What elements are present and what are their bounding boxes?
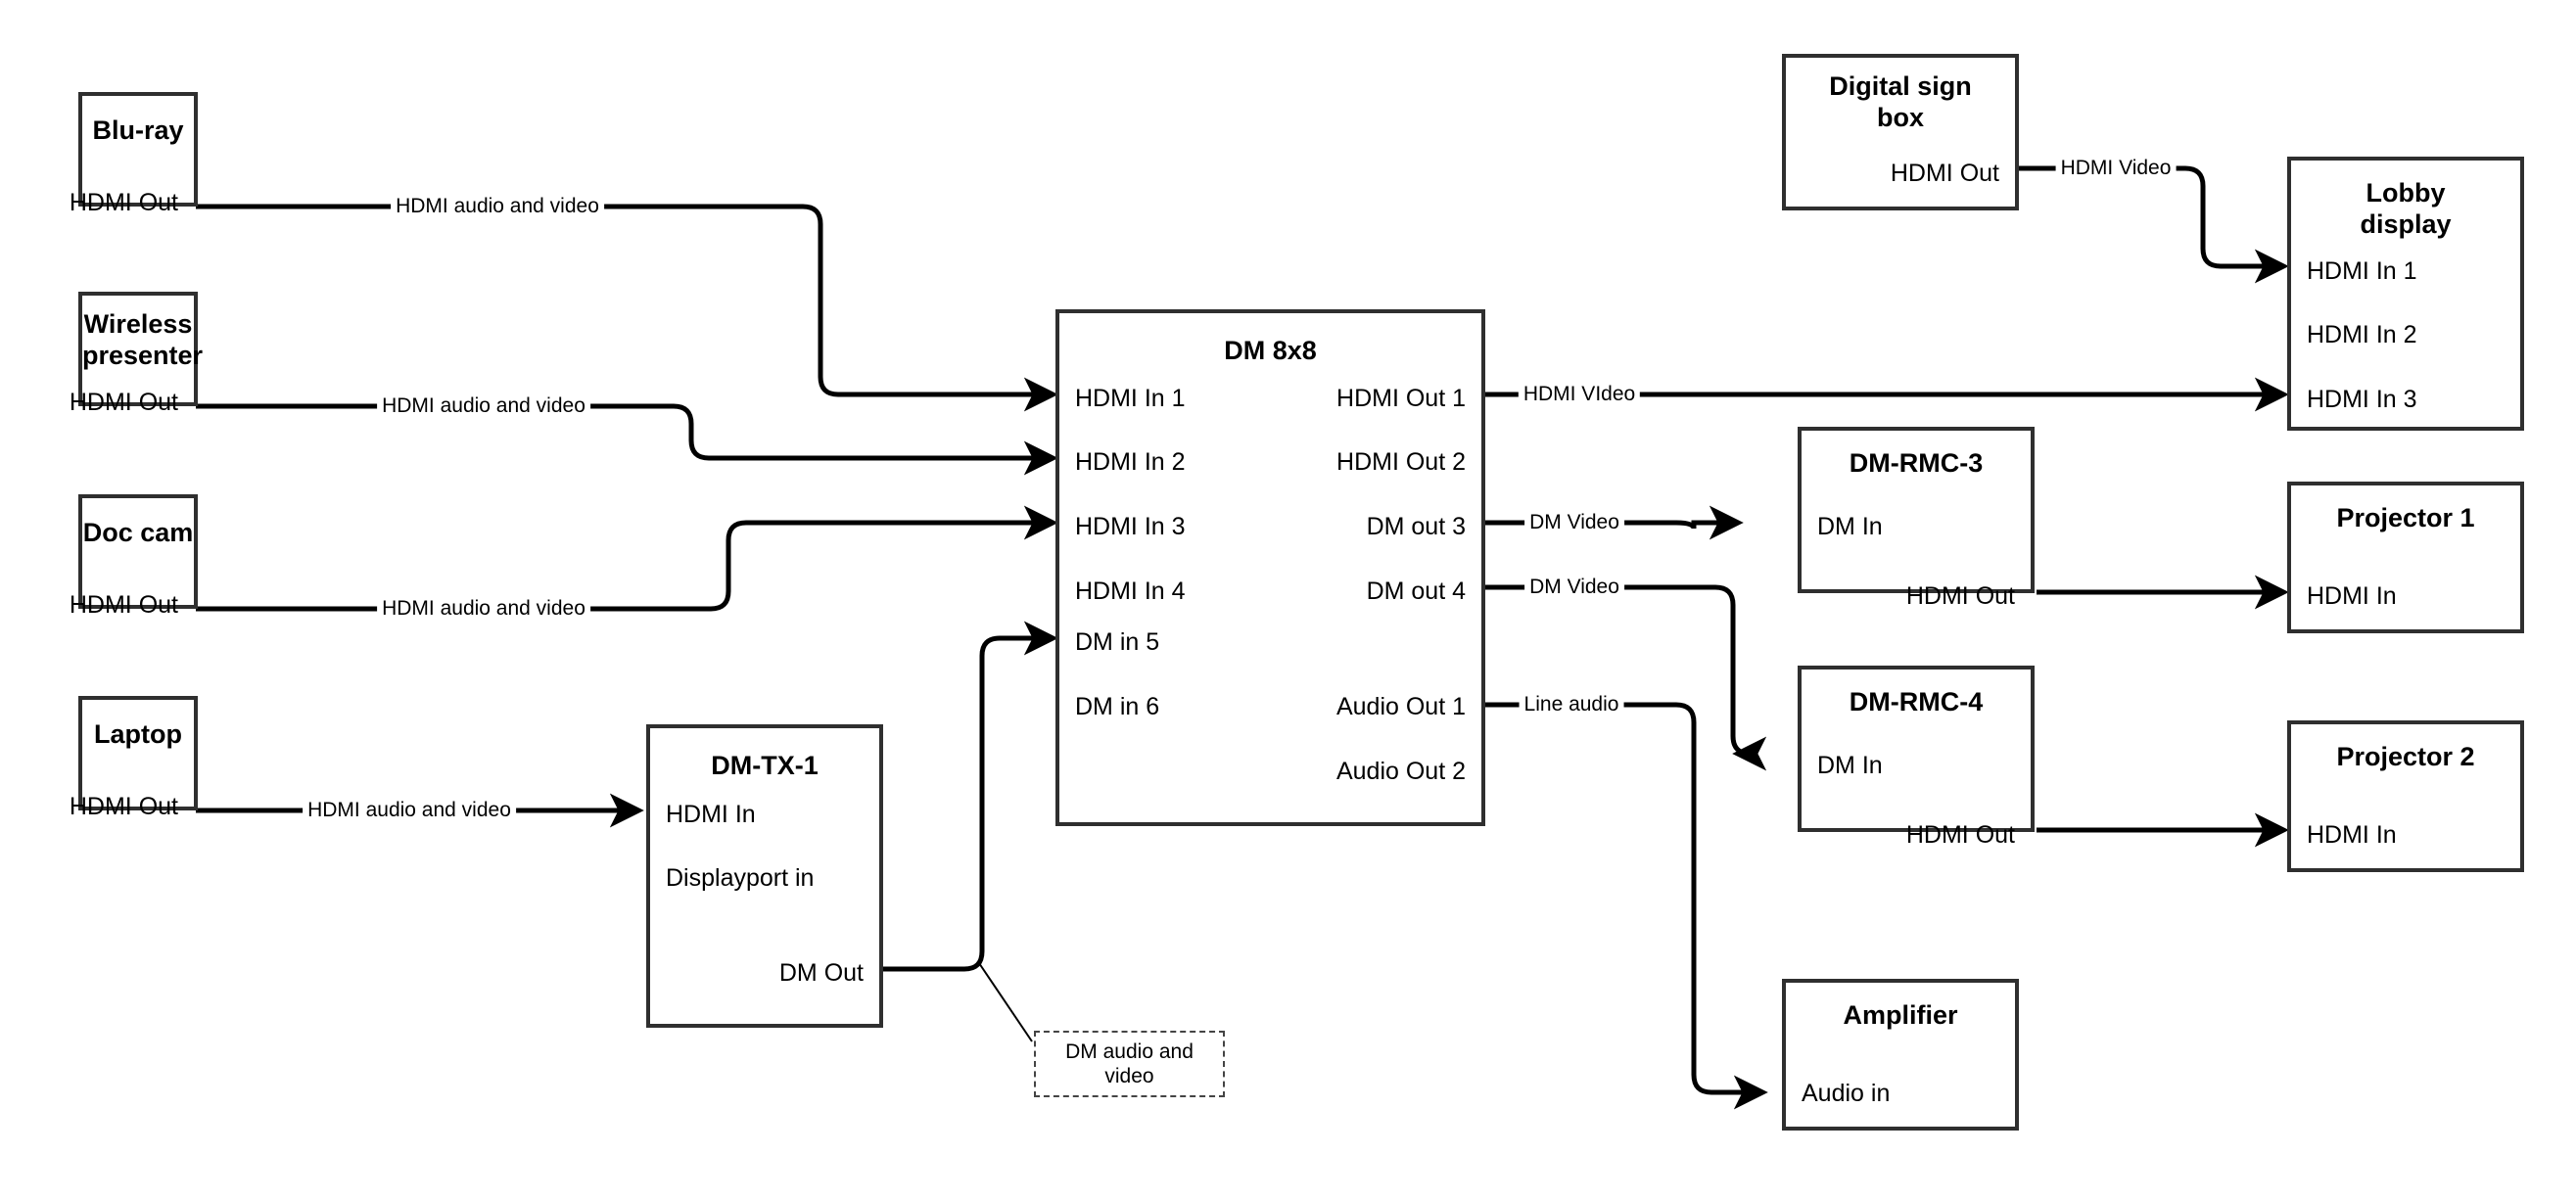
node-projector-2[interactable]: Projector 2 HDMI In <box>2287 720 2524 872</box>
node-wireless-presenter-title-line2: presenter <box>82 341 204 370</box>
node-laptop-title: Laptop <box>94 719 182 749</box>
edge-label-hdmiout1-to-lobby-in3: HDMI VIdeo <box>1518 383 1641 406</box>
edge-label-bluray-to-dm8x8: HDMI audio and video <box>391 195 604 218</box>
edge-label-dmout4-to-dmrmc4: DM Video <box>1524 576 1624 599</box>
node-dm-tx-1-port-dm-out: DM Out <box>778 959 864 987</box>
node-dm-rmc-4[interactable]: DM-RMC-4 DM In HDMI Out <box>1798 666 2035 849</box>
node-dm-8x8-input-hdmi-in-2: HDMI In 2 <box>1075 448 1186 476</box>
node-dm-rmc-4-port-dm-in: DM In <box>1817 752 1883 779</box>
node-dm-rmc-3-port-dm-in: DM In <box>1817 513 1883 540</box>
edge-label-doccam-to-dm8x8: HDMI audio and video <box>377 597 590 621</box>
node-dm-rmc-3[interactable]: DM-RMC-3 DM In HDMI Out <box>1798 427 2035 610</box>
node-lobby-display-input-hdmi-in-1: HDMI In 1 <box>2307 257 2417 285</box>
node-dm-8x8-input-dm-in-5: DM in 5 <box>1075 628 1160 656</box>
node-wireless-presenter-port-hdmi-out: HDMI Out <box>69 389 178 416</box>
node-dm-8x8-output-hdmi-out-1: HDMI Out 1 <box>1336 385 1466 412</box>
node-amplifier-title: Amplifier <box>1843 1000 1958 1030</box>
edge-label-laptop-to-dmtx1: HDMI audio and video <box>303 799 516 822</box>
node-dm-rmc-4-title: DM-RMC-4 <box>1849 687 1984 716</box>
node-bluray-title: Blu-ray <box>92 115 184 145</box>
node-doc-cam[interactable]: Doc cam HDMI Out <box>70 494 198 619</box>
node-lobby-display-title-line1: Lobby <box>2365 178 2446 208</box>
node-lobby-display-title-line2: display <box>2360 209 2452 239</box>
node-dm-8x8-output-dm-out-3: DM out 3 <box>1366 513 1466 540</box>
node-projector-1-title: Projector 1 <box>2336 503 2475 532</box>
node-doc-cam-port-hdmi-out: HDMI Out <box>69 591 178 619</box>
node-wireless-presenter[interactable]: Wireless presenter HDMI Out <box>70 292 204 416</box>
wire-bluray-to-dm8x8-in1 <box>196 204 1058 412</box>
node-dm-tx-1-port-displayport-in: Displayport in <box>666 864 815 892</box>
edge-label-dmout3-to-dmrmc3: DM Video <box>1524 511 1624 534</box>
wire-dm8x8-dmout4-to-dmrmc4 <box>1481 584 1767 771</box>
wire-dmtx1-to-dm8x8-in5 <box>883 621 1058 972</box>
node-laptop-port-hdmi-out: HDMI Out <box>69 793 178 820</box>
node-bluray[interactable]: Blu-ray HDMI Out <box>70 92 198 216</box>
node-dm-rmc-4-port-hdmi-out: HDMI Out <box>1905 821 2015 849</box>
node-dm-8x8-input-hdmi-in-3: HDMI In 3 <box>1075 513 1186 540</box>
wire-digitalsign-to-lobby-in1 <box>2017 165 2289 284</box>
node-dm-8x8-output-audio-out-2: Audio Out 2 <box>1335 758 1466 785</box>
node-lobby-display-input-hdmi-in-3: HDMI In 3 <box>2307 386 2417 413</box>
node-amplifier[interactable]: Amplifier Audio in <box>1782 979 2019 1131</box>
node-digital-sign-box-port-hdmi-out: HDMI Out <box>1890 160 1999 187</box>
edge-label-digitalsign-to-lobby: HDMI Video <box>2055 157 2177 180</box>
edge-label-wireless-to-dm8x8: HDMI audio and video <box>377 394 590 418</box>
node-dm-tx-1-title: DM-TX-1 <box>711 751 819 780</box>
node-amplifier-port-audio-in: Audio in <box>1802 1080 1891 1107</box>
node-lobby-display-input-hdmi-in-2: HDMI In 2 <box>2307 321 2417 348</box>
note-dm-audio-and-video: DM audio and video <box>1034 1031 1225 1097</box>
node-dm-tx-1-port-hdmi-in: HDMI In <box>666 801 756 828</box>
node-dm-8x8-output-dm-out-4: DM out 4 <box>1366 577 1466 605</box>
node-doc-cam-title: Doc cam <box>82 518 194 547</box>
edge-label-audioout1-to-amplifier: Line audio <box>1519 693 1624 716</box>
node-bluray-port-hdmi-out: HDMI Out <box>69 189 178 216</box>
node-dm-8x8[interactable]: DM 8x8 HDMI In 1 HDMI In 2 HDMI In 3 HDM… <box>1055 309 1485 826</box>
node-laptop[interactable]: Laptop HDMI Out <box>70 696 198 820</box>
node-projector-2-port-hdmi-in: HDMI In <box>2307 821 2397 849</box>
node-digital-sign-box-title-line1: Digital sign <box>1829 71 1972 101</box>
leader-dm-audio-video-note <box>978 962 1033 1042</box>
node-digital-sign-box[interactable]: Digital sign box HDMI Out <box>1782 54 2019 210</box>
node-dm-8x8-input-hdmi-in-1: HDMI In 1 <box>1075 385 1186 412</box>
node-digital-sign-box-title-line2: box <box>1876 103 1924 132</box>
node-projector-1[interactable]: Projector 1 HDMI In <box>2287 482 2524 633</box>
node-lobby-display[interactable]: Lobby display HDMI In 1 HDMI In 2 HDMI I… <box>2287 157 2524 431</box>
node-dm-8x8-title: DM 8x8 <box>1224 336 1317 365</box>
node-dm-tx-1[interactable]: DM-TX-1 HDMI In Displayport in DM Out <box>646 724 883 1028</box>
node-dm-rmc-3-port-hdmi-out: HDMI Out <box>1905 582 2015 610</box>
note-dm-audio-and-video-text: DM audio and video <box>1065 1040 1194 1087</box>
node-dm-rmc-3-title: DM-RMC-3 <box>1849 448 1984 478</box>
wire-dm8x8-audioout1-to-amplifier <box>1481 702 1768 1110</box>
node-dm-8x8-input-dm-in-6: DM in 6 <box>1075 693 1160 720</box>
node-projector-1-port-hdmi-in: HDMI In <box>2307 582 2397 610</box>
node-dm-8x8-input-hdmi-in-4: HDMI In 4 <box>1075 577 1186 605</box>
wire-wireless-to-dm8x8-in2 <box>196 403 1058 476</box>
wire-dm8x8-dmout3-to-dmrmc3 <box>1481 505 1744 540</box>
node-projector-2-title: Projector 2 <box>2336 742 2475 771</box>
node-dm-8x8-output-audio-out-1: Audio Out 1 <box>1335 693 1466 720</box>
wire-doccam-to-dm8x8-in3 <box>196 505 1058 612</box>
node-dm-8x8-output-hdmi-out-2: HDMI Out 2 <box>1336 448 1466 476</box>
node-wireless-presenter-title-line1: Wireless <box>83 309 193 339</box>
